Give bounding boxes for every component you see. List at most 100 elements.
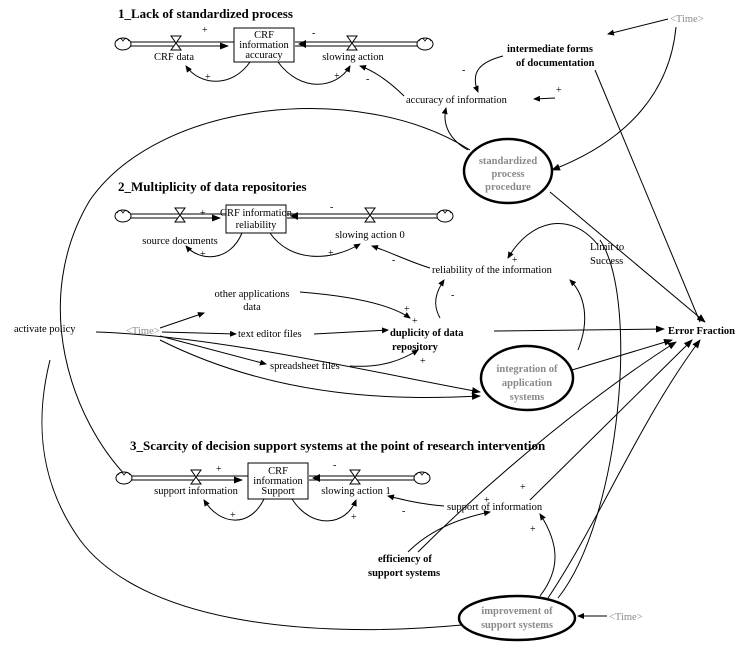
- causal-link: [571, 338, 673, 371]
- polarity-plus: +: [200, 208, 206, 219]
- polarity-plus: +: [328, 248, 334, 259]
- flow-label-support-information: support information: [154, 486, 238, 497]
- section-1-title: 1_Lack of standardized process: [118, 6, 293, 21]
- polarity-minus: -: [366, 74, 369, 85]
- feedback-link: [185, 61, 251, 82]
- causal-link: [159, 312, 205, 329]
- feedback-link: [277, 61, 351, 85]
- causal-link: [95, 331, 481, 395]
- polarity-plus: +: [216, 464, 222, 475]
- flow-label-crf-data: CRF data: [154, 52, 194, 63]
- polarity-plus: +: [334, 71, 340, 82]
- flow-arrow: [312, 474, 320, 482]
- polarity-minus: -: [312, 28, 315, 39]
- standardized-process-label: standardized: [479, 156, 538, 167]
- intermediate-forms-variable: of documentation: [516, 58, 595, 69]
- flow-label-slowing-action: slowing action: [322, 52, 384, 63]
- polarity-plus: +: [351, 512, 357, 523]
- polarity-plus: +: [512, 255, 518, 266]
- valve-icon: [364, 207, 376, 223]
- causal-link: [159, 335, 267, 366]
- stock-label: information: [253, 476, 303, 487]
- causal-link: [557, 239, 622, 599]
- valve-icon: [174, 207, 186, 223]
- limit-to-success-label: Limit to: [590, 242, 624, 253]
- causal-link: [313, 327, 389, 335]
- text-editor-files-variable: text editor files: [238, 329, 302, 340]
- stock-label: CRF information: [220, 208, 293, 219]
- polarity-plus: +: [404, 304, 410, 315]
- causal-link: [549, 191, 706, 323]
- spreadsheet-files-variable: spreadsheet files: [270, 361, 340, 372]
- standardized-process-node: [462, 137, 554, 205]
- flow-arrow: [290, 212, 298, 220]
- section-2-title: 2_Multiplicity of data repositories: [118, 179, 307, 194]
- causal-link: [569, 279, 586, 351]
- integration-label: application: [502, 378, 552, 389]
- accuracy-of-information-variable: accuracy of information: [406, 95, 508, 106]
- section-3-title: 3_Scarcity of decision support systems a…: [130, 438, 546, 453]
- valve-icon: [170, 35, 182, 51]
- valve-icon: [346, 35, 358, 51]
- reliability-of-information-variable: reliability of the information: [432, 265, 553, 276]
- causal-link: [359, 65, 405, 97]
- causal-link: [472, 55, 504, 93]
- causal-link: [507, 222, 599, 259]
- polarity-minus: -: [451, 290, 454, 301]
- time-shadow-variable: <Time>: [670, 14, 704, 25]
- polarity-plus: +: [200, 249, 206, 260]
- improvement-label: improvement of: [481, 606, 553, 617]
- polarity-minus: -: [392, 255, 395, 266]
- polarity-plus: +: [520, 482, 526, 493]
- integration-node: [479, 344, 575, 412]
- causal-link: [594, 69, 701, 323]
- causal-link: [533, 95, 556, 102]
- feedback-link: [203, 498, 265, 521]
- stock-crf-information-reliability: [225, 204, 287, 234]
- causal-link: [407, 510, 491, 553]
- causal-link: [299, 291, 411, 319]
- cloud-icon: [114, 37, 132, 51]
- causal-link: [349, 349, 419, 367]
- flow-label-slowing-action-0: slowing action 0: [335, 230, 404, 241]
- causal-link: [607, 18, 669, 36]
- valve-icon: [190, 469, 202, 485]
- stock-label: Support: [261, 486, 294, 497]
- causal-link: [161, 330, 237, 337]
- feedback-link: [185, 232, 243, 258]
- activate-policy-variable: activate policy: [14, 324, 76, 335]
- cloud-icon: [413, 471, 431, 485]
- causal-link: [159, 339, 481, 400]
- causal-link: [441, 107, 469, 151]
- stock-label: CRF: [268, 466, 288, 477]
- stock-crf-information-support: [247, 462, 309, 500]
- cloud-icon: [115, 471, 133, 485]
- causal-link: [371, 245, 431, 269]
- polarity-plus: +: [412, 316, 418, 327]
- causal-link: [59, 108, 471, 481]
- causal-link: [417, 341, 677, 553]
- improvement-label: support systems: [481, 620, 553, 631]
- standardized-process-label: process: [491, 169, 524, 180]
- causal-link: [547, 339, 701, 599]
- other-applications-variable: data: [243, 302, 261, 313]
- polarity-plus: +: [202, 25, 208, 36]
- stock-label: accuracy: [245, 50, 283, 61]
- stock-label: information: [239, 40, 289, 51]
- flow-label-source-documents: source documents: [142, 236, 218, 247]
- intermediate-forms-variable: intermediate forms: [507, 44, 593, 55]
- polarity-plus: +: [230, 510, 236, 521]
- stock-label: reliability: [236, 220, 278, 231]
- causal-link: [551, 26, 677, 171]
- feedback-link: [269, 232, 361, 257]
- polarity-minus: -: [402, 506, 405, 517]
- cloud-icon: [416, 37, 434, 51]
- efficiency-variable: efficiency of: [378, 554, 432, 565]
- causal-link: [387, 494, 445, 507]
- error-fraction-variable: Error Fraction: [668, 326, 735, 337]
- cloud-icon: [114, 209, 132, 223]
- polarity-plus: +: [205, 72, 211, 83]
- feedback-link: [291, 498, 357, 522]
- valve-icon: [349, 469, 361, 485]
